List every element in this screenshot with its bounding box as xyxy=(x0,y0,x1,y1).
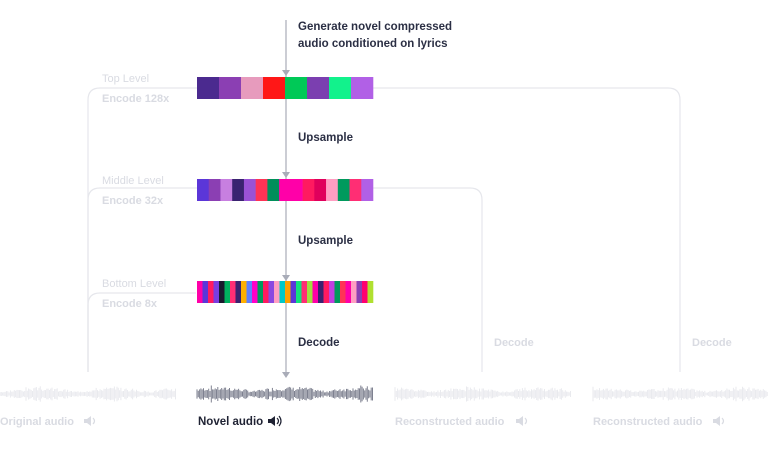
speaker-icon[interactable] xyxy=(713,416,725,426)
middle-level-encode-label: Encode 32x xyxy=(102,195,164,207)
upsample-label-2: Upsample xyxy=(298,235,353,247)
token-cell xyxy=(351,77,374,99)
token-cell xyxy=(362,281,368,303)
arrow-head-middle xyxy=(282,172,290,178)
token-cell xyxy=(296,281,302,303)
token-cell xyxy=(302,179,315,201)
token-cell xyxy=(232,179,245,201)
arrow-head-audio xyxy=(282,372,290,378)
arrow-head-bottom xyxy=(282,275,290,281)
token-cell xyxy=(208,179,221,201)
token-cell xyxy=(202,281,209,303)
token-cell xyxy=(285,77,308,99)
decode-label-main: Decode xyxy=(298,337,340,349)
token-cell xyxy=(323,281,330,303)
token-cell xyxy=(267,179,280,201)
token-cell xyxy=(279,179,292,201)
generate-annotation-line1: Generate novel compressed xyxy=(298,21,452,33)
token-cell xyxy=(314,179,327,201)
decode-label-middle: Decode xyxy=(494,337,534,349)
token-cell xyxy=(263,77,286,99)
token-cell xyxy=(312,281,319,303)
speaker-icon[interactable] xyxy=(516,416,528,426)
top-level-encode-label: Encode 128x xyxy=(102,93,170,105)
bottom-level-encode-label: Encode 8x xyxy=(102,298,158,310)
token-cell xyxy=(345,281,352,303)
top-level-token-strip xyxy=(197,77,374,99)
novel-audio-waveform xyxy=(196,385,373,403)
token-cell xyxy=(356,281,363,303)
decode-label-top: Decode xyxy=(692,337,732,349)
original-audio-waveform xyxy=(0,386,176,402)
reconstructed-audio-label-2: Reconstructed audio xyxy=(593,416,703,428)
token-cell xyxy=(274,281,280,303)
token-cell xyxy=(367,281,374,303)
speaker-icon[interactable] xyxy=(268,415,282,427)
token-cell xyxy=(329,281,335,303)
token-cell xyxy=(213,281,220,303)
token-cell xyxy=(307,77,330,99)
token-cell xyxy=(329,77,352,99)
token-cell xyxy=(224,281,231,303)
token-cell xyxy=(301,281,308,303)
token-cell xyxy=(230,281,236,303)
top-level-label: Top Level xyxy=(102,73,149,85)
token-cell xyxy=(255,179,268,201)
token-cell xyxy=(340,281,346,303)
reconstructed-audio-waveform-1 xyxy=(394,386,571,402)
generate-annotation-line2: audio conditioned on lyrics xyxy=(298,38,448,50)
reconstructed-audio-label-1: Reconstructed audio xyxy=(395,416,505,428)
token-cell xyxy=(349,179,362,201)
token-cell xyxy=(337,179,350,201)
token-cell xyxy=(263,281,269,303)
novel-audio-label: Novel audio xyxy=(198,416,263,428)
bottom-level-token-strip xyxy=(197,281,374,303)
token-cell xyxy=(246,281,253,303)
token-cell xyxy=(334,281,341,303)
token-cell xyxy=(197,281,203,303)
middle-level-token-strip xyxy=(197,179,374,201)
arrow-head-top xyxy=(282,70,290,76)
token-cell xyxy=(351,281,357,303)
token-cell xyxy=(290,281,297,303)
upsample-label-1: Upsample xyxy=(298,132,353,144)
token-cell xyxy=(208,281,214,303)
token-cell xyxy=(243,179,256,201)
token-cell xyxy=(252,281,258,303)
token-cell xyxy=(220,179,233,201)
bottom-level-label: Bottom Level xyxy=(102,278,166,290)
middle-level-label: Middle Level xyxy=(102,175,164,187)
token-cell xyxy=(197,179,210,201)
token-cell xyxy=(361,179,374,201)
token-cell xyxy=(290,179,303,201)
token-cell xyxy=(268,281,275,303)
token-cell xyxy=(241,77,264,99)
top-level-bracket xyxy=(87,87,681,372)
token-cell xyxy=(235,281,242,303)
token-cell xyxy=(326,179,339,201)
original-audio-label: Original audio xyxy=(0,416,74,428)
token-cell xyxy=(219,281,225,303)
token-cell xyxy=(257,281,264,303)
speaker-icon[interactable] xyxy=(84,416,96,426)
token-cell xyxy=(279,281,286,303)
token-cell xyxy=(241,281,247,303)
token-cell xyxy=(219,77,242,99)
reconstructed-audio-waveform-2 xyxy=(592,386,768,402)
token-cell xyxy=(285,281,291,303)
token-cell xyxy=(307,281,313,303)
bottom-level-bracket xyxy=(87,292,196,372)
token-cell xyxy=(318,281,324,303)
token-cell xyxy=(197,77,220,99)
